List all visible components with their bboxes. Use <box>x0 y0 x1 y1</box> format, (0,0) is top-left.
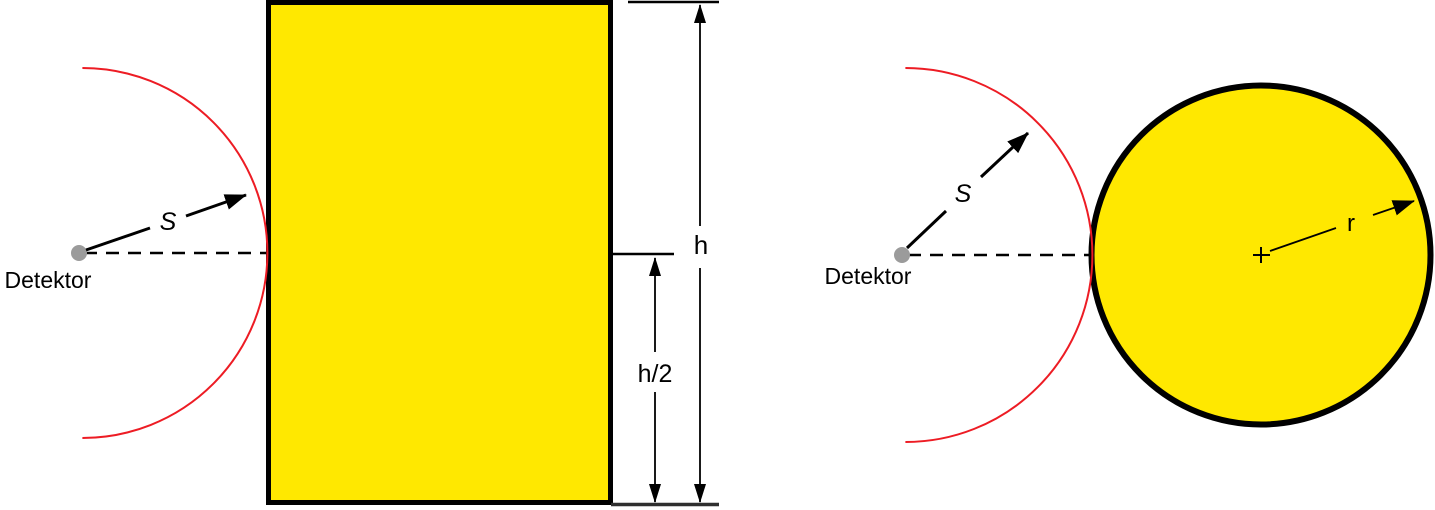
detector-dot <box>71 245 87 261</box>
detector-label: Detektor <box>825 263 912 289</box>
height-label: h <box>694 230 708 260</box>
scan-radius-arc <box>905 67 1094 443</box>
sample-rectangle <box>266 0 613 505</box>
radius-label: r <box>1347 210 1355 237</box>
s-distance-label: S <box>160 208 177 236</box>
circle-center-cross <box>1253 247 1270 263</box>
detector-dot <box>894 247 910 263</box>
scan-radius-arc <box>82 67 269 439</box>
s-distance-arrow <box>85 193 247 252</box>
half-height-label: h/2 <box>638 360 673 388</box>
radius-arrow <box>1269 200 1415 252</box>
left-figure-rectangle-sample: Detektor S h h/2 <box>5 0 719 507</box>
right-figure-circle-sample: Detektor S r <box>825 67 1434 443</box>
detector-label: Detektor <box>5 267 92 293</box>
s-distance-label: S <box>955 180 972 208</box>
s-distance-arrow <box>905 131 1030 250</box>
